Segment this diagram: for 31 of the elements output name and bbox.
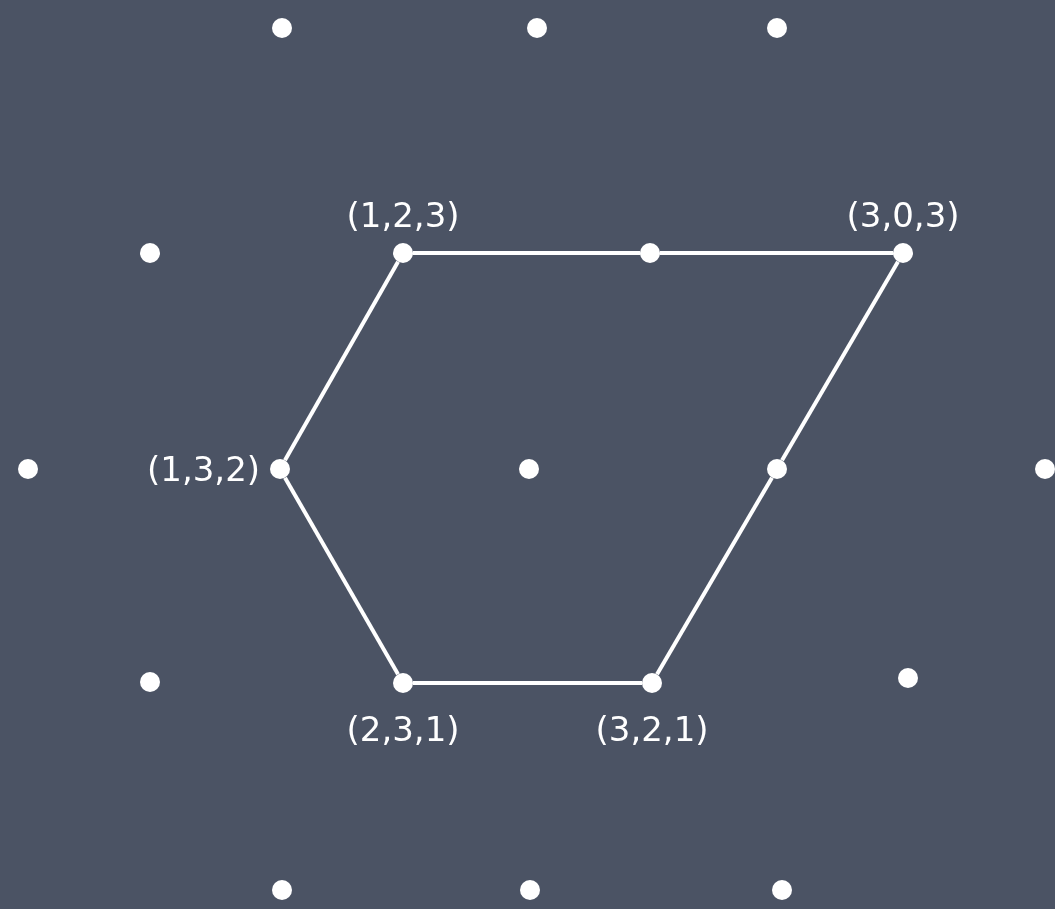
polygon-edge (655, 476, 774, 676)
polygon-edge (413, 681, 642, 685)
lattice-dot (1035, 459, 1055, 479)
coordinate-label: (2,3,1) (346, 712, 460, 746)
polygon-edge (780, 260, 900, 462)
coordinate-label: (1,3,2) (147, 452, 261, 486)
lattice-dot (520, 880, 540, 900)
lattice-dot (640, 243, 660, 263)
lattice-dot (519, 459, 539, 479)
lattice-dot (527, 18, 547, 38)
lattice-dot (767, 459, 787, 479)
lattice-dot (140, 243, 160, 263)
lattice-dot (140, 672, 160, 692)
lattice-dot (393, 243, 413, 263)
lattice-dot (272, 18, 292, 38)
polygon-edge (660, 251, 893, 255)
lattice-dot (898, 668, 918, 688)
lattice-dot (642, 673, 662, 693)
polygon-edge (413, 251, 640, 255)
lattice-dot (18, 459, 38, 479)
lattice-dot (893, 243, 913, 263)
lattice-dot (767, 18, 787, 38)
coordinate-label: (1,2,3) (346, 198, 460, 232)
polygon-edge (283, 476, 400, 676)
coordinate-label: (3,2,1) (595, 712, 709, 746)
polygon-edge (283, 260, 400, 462)
lattice-dot (393, 673, 413, 693)
lattice-dot (270, 459, 290, 479)
lattice-dot (772, 880, 792, 900)
coordinate-label: (3,0,3) (846, 198, 960, 232)
lattice-dot (272, 880, 292, 900)
